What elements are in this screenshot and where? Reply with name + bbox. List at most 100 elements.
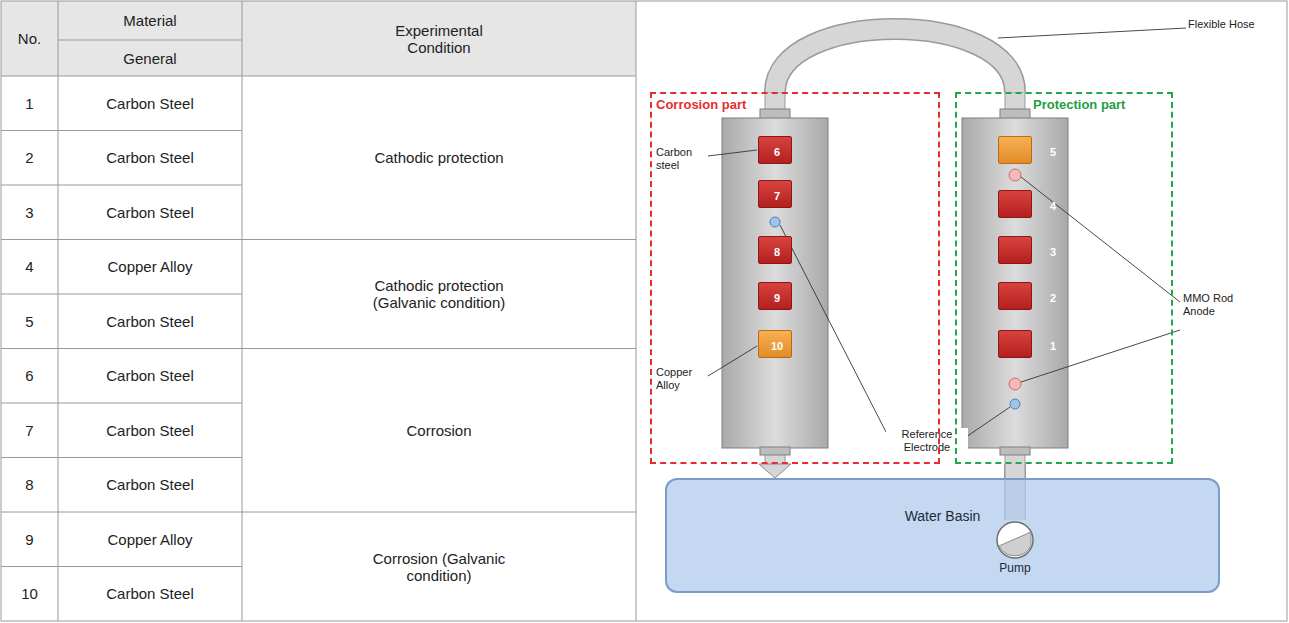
callout-label: Carbon steel [656, 146, 708, 176]
steel-specimen: 8 [758, 236, 792, 264]
specimen-number: 4 [1050, 200, 1056, 212]
cell-text: Carbon Steel [106, 204, 194, 221]
cell-text: Corrosion [406, 422, 471, 439]
table-cell: 4 [1, 240, 58, 295]
cell-text: 7 [25, 422, 33, 439]
cell-text: 5 [25, 313, 33, 330]
cell-text: 10 [21, 585, 38, 602]
cell-text: Cathodic protection [374, 149, 503, 166]
cell-text: Carbon Steel [106, 367, 194, 384]
cell-text: Experimental Condition [364, 22, 514, 56]
cell-text: 8 [25, 476, 33, 493]
table-cell: 8 [1, 458, 58, 513]
table-cell: Carbon Steel [58, 185, 242, 240]
callout-label: Copper Alloy [656, 366, 708, 396]
table-cell: Material [58, 1, 242, 40]
zone-heading: Corrosion part [656, 97, 746, 112]
leader-lines [708, 28, 1186, 437]
copper-specimen: 10 [758, 330, 792, 358]
cell-text: Copper Alloy [107, 531, 192, 548]
protection-zone: Protection part 5 4 3 2 1 [955, 92, 1173, 464]
specimen-number: 1 [1050, 340, 1056, 352]
cell-text: 4 [25, 258, 33, 275]
pump: Pump [995, 520, 1035, 578]
node-text: Water Basin [905, 508, 981, 591]
specimen-number: 9 [774, 292, 780, 304]
corrosion-zone: Corrosion part 6 7 8 9 10 [650, 92, 940, 464]
water-basin: Water BasinPump [665, 478, 1220, 593]
node-text: Pump [999, 561, 1030, 575]
table-cell: Copper Alloy [58, 240, 242, 295]
specimen-number: 10 [771, 340, 783, 352]
zone-heading: Protection part [1033, 97, 1125, 112]
reference-electrode [770, 217, 1020, 409]
table-cell: 5 [1, 294, 58, 349]
steel-specimen: 4 [998, 190, 1032, 218]
table-cell: 1 [1, 76, 58, 131]
specimen-number: 6 [774, 146, 780, 158]
cell-text: Copper Alloy [107, 258, 192, 275]
cell-text: Cathodic protection (Galvanic condition) [364, 277, 514, 311]
callout-label: MMO Rod Anode [1183, 292, 1243, 336]
table-cell: Corrosion [242, 349, 636, 513]
pipe [759, 464, 791, 478]
test-columns [722, 92, 1068, 466]
steel-specimen: 2 [998, 282, 1032, 310]
cell-text: 3 [25, 204, 33, 221]
header-fill [1, 1, 636, 76]
steel-specimen: 3 [998, 236, 1032, 264]
table-cell: General [58, 40, 242, 76]
cell-text: Carbon Steel [106, 585, 194, 602]
table-cell: 2 [1, 131, 58, 186]
table-cell: No. [1, 1, 58, 76]
table-cell: Carbon Steel [58, 567, 242, 622]
steel-specimen: 7 [758, 180, 792, 208]
specimen-number: 3 [1050, 246, 1056, 258]
table-cell: 7 [1, 403, 58, 458]
callout-label: Flexible Hose [1188, 18, 1258, 48]
table-cell: Carbon Steel [58, 349, 242, 404]
table-cell: 6 [1, 349, 58, 404]
label-text: MMO Rod Anode [1183, 292, 1243, 318]
specimen-number: 5 [1050, 146, 1056, 158]
steel-specimen: 6 [758, 136, 792, 164]
table-cell: 10 [1, 567, 58, 622]
steel-specimen: 1 [998, 330, 1032, 358]
table-cell: Carbon Steel [58, 458, 242, 513]
steel-specimen: 9 [758, 282, 792, 310]
table-cell: Carbon Steel [58, 131, 242, 186]
pump-symbol [995, 520, 1035, 560]
table-cell: Experimental Condition [242, 1, 636, 76]
label-text: Carbon steel [656, 146, 708, 172]
label-text: Copper Alloy [656, 366, 708, 392]
specimen-number: 8 [774, 246, 780, 258]
label-text: Flexible Hose [1188, 18, 1255, 31]
cell-text: Carbon Steel [106, 476, 194, 493]
flexible-hose [775, 29, 1015, 92]
cell-text: Carbon Steel [106, 422, 194, 439]
table-cell: Carbon Steel [58, 294, 242, 349]
table-cell: 3 [1, 185, 58, 240]
cell-text: 1 [25, 95, 33, 112]
cell-text: General [123, 50, 176, 67]
specimen-number: 7 [774, 190, 780, 202]
table-cell: Carbon Steel [58, 76, 242, 131]
cell-text: Carbon Steel [106, 149, 194, 166]
cell-text: 2 [25, 149, 33, 166]
table-cell: Corrosion (Galvanic condition) [242, 512, 636, 621]
copper-specimen: 5 [998, 136, 1032, 164]
cell-text: Carbon Steel [106, 313, 194, 330]
specimen-number: 2 [1050, 292, 1056, 304]
table-cell: Cathodic protection [242, 76, 636, 240]
cell-text: 6 [25, 367, 33, 384]
cell-text: Material [123, 12, 176, 29]
cell-text: Corrosion (Galvanic condition) [364, 550, 514, 584]
table-cell: Carbon Steel [58, 403, 242, 458]
cell-text: No. [18, 30, 41, 47]
table-cell: Cathodic protection (Galvanic condition) [242, 240, 636, 349]
cell-text: 9 [25, 531, 33, 548]
table-cell: 9 [1, 512, 58, 567]
cell-text: Carbon Steel [106, 95, 194, 112]
